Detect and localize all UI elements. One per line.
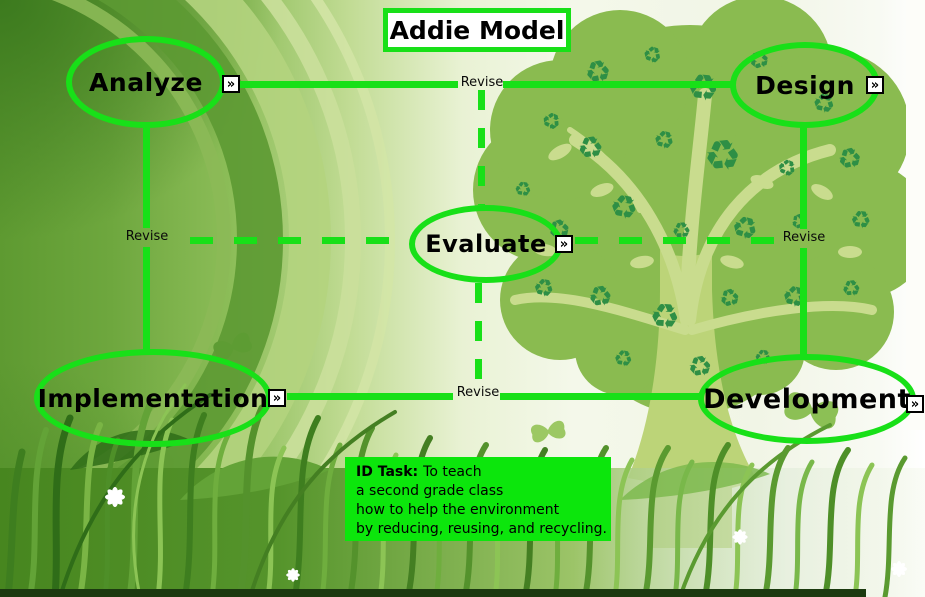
analyze-link-icon[interactable]: » (222, 75, 240, 93)
title-box: Addie Model (383, 8, 571, 52)
node-implementation-label: Implementation (37, 383, 269, 413)
connector-implementation-development-right (500, 393, 701, 400)
page-title: Addie Model (389, 15, 565, 45)
recycle-icon: ♻ (606, 186, 641, 228)
recycle-icon: ♻ (849, 205, 873, 235)
connector-analyze-implementation-top (143, 128, 150, 228)
connector-design-development-bottom (800, 248, 807, 357)
revise-label-top: Revise (460, 75, 504, 90)
node-analyze-label: Analyze (89, 67, 203, 97)
implementation-link-icon[interactable]: » (268, 389, 286, 407)
development-link-icon[interactable]: » (906, 395, 924, 413)
connector-analyze-design-right (503, 81, 731, 88)
revise-label-right: Revise (782, 230, 826, 245)
id-task-line-3: how to help the environment (356, 502, 560, 518)
node-evaluate[interactable]: Evaluate (409, 205, 563, 283)
dashed-connector-evaluate-left (190, 237, 409, 244)
connector-analyze-design-left (240, 81, 458, 88)
recycle-icon: ♻ (611, 346, 635, 374)
id-task-label: ID Task: (356, 464, 419, 480)
id-task-box: ID Task:To teach a second grade class ho… (345, 457, 611, 541)
connector-analyze-implementation-bottom (143, 247, 150, 352)
id-task-line-2: a second grade class (356, 483, 504, 499)
id-task-line-4: by reducing, reusing, and recycling. (356, 521, 607, 537)
right-white-edge (906, 0, 925, 430)
recycle-icon: ♻ (840, 276, 862, 303)
recycle-icon: ♻ (701, 129, 744, 182)
revise-label-left: Revise (125, 229, 169, 244)
dashed-connector-evaluate-top (478, 90, 485, 205)
node-implementation[interactable]: Implementation (34, 349, 272, 447)
node-analyze[interactable]: Analyze (66, 36, 226, 128)
revise-label-bottom: Revise (456, 385, 500, 400)
recycle-icon: ♻ (585, 278, 615, 315)
recycle-icon: ♻ (685, 67, 721, 111)
dashed-connector-evaluate-right (575, 237, 780, 244)
node-design-label: Design (755, 70, 855, 100)
id-task-line-1: ID Task:To teach (356, 464, 482, 480)
node-design[interactable]: Design (730, 42, 880, 128)
node-development-label: Development (703, 383, 911, 415)
connector-design-development-top (800, 127, 807, 229)
node-evaluate-label: Evaluate (425, 230, 547, 258)
tree-trunk (628, 250, 756, 492)
bottom-dark-strip (0, 589, 866, 597)
recycle-icon: ♻ (648, 296, 681, 338)
recycle-icon: ♻ (512, 176, 533, 202)
design-link-icon[interactable]: » (866, 76, 884, 94)
evaluate-link-icon[interactable]: » (555, 235, 573, 253)
dashed-connector-evaluate-bottom (475, 283, 482, 390)
recycle-icon: ♻ (575, 129, 607, 167)
connector-implementation-development-left (287, 393, 453, 400)
node-development[interactable]: Development (698, 354, 916, 444)
